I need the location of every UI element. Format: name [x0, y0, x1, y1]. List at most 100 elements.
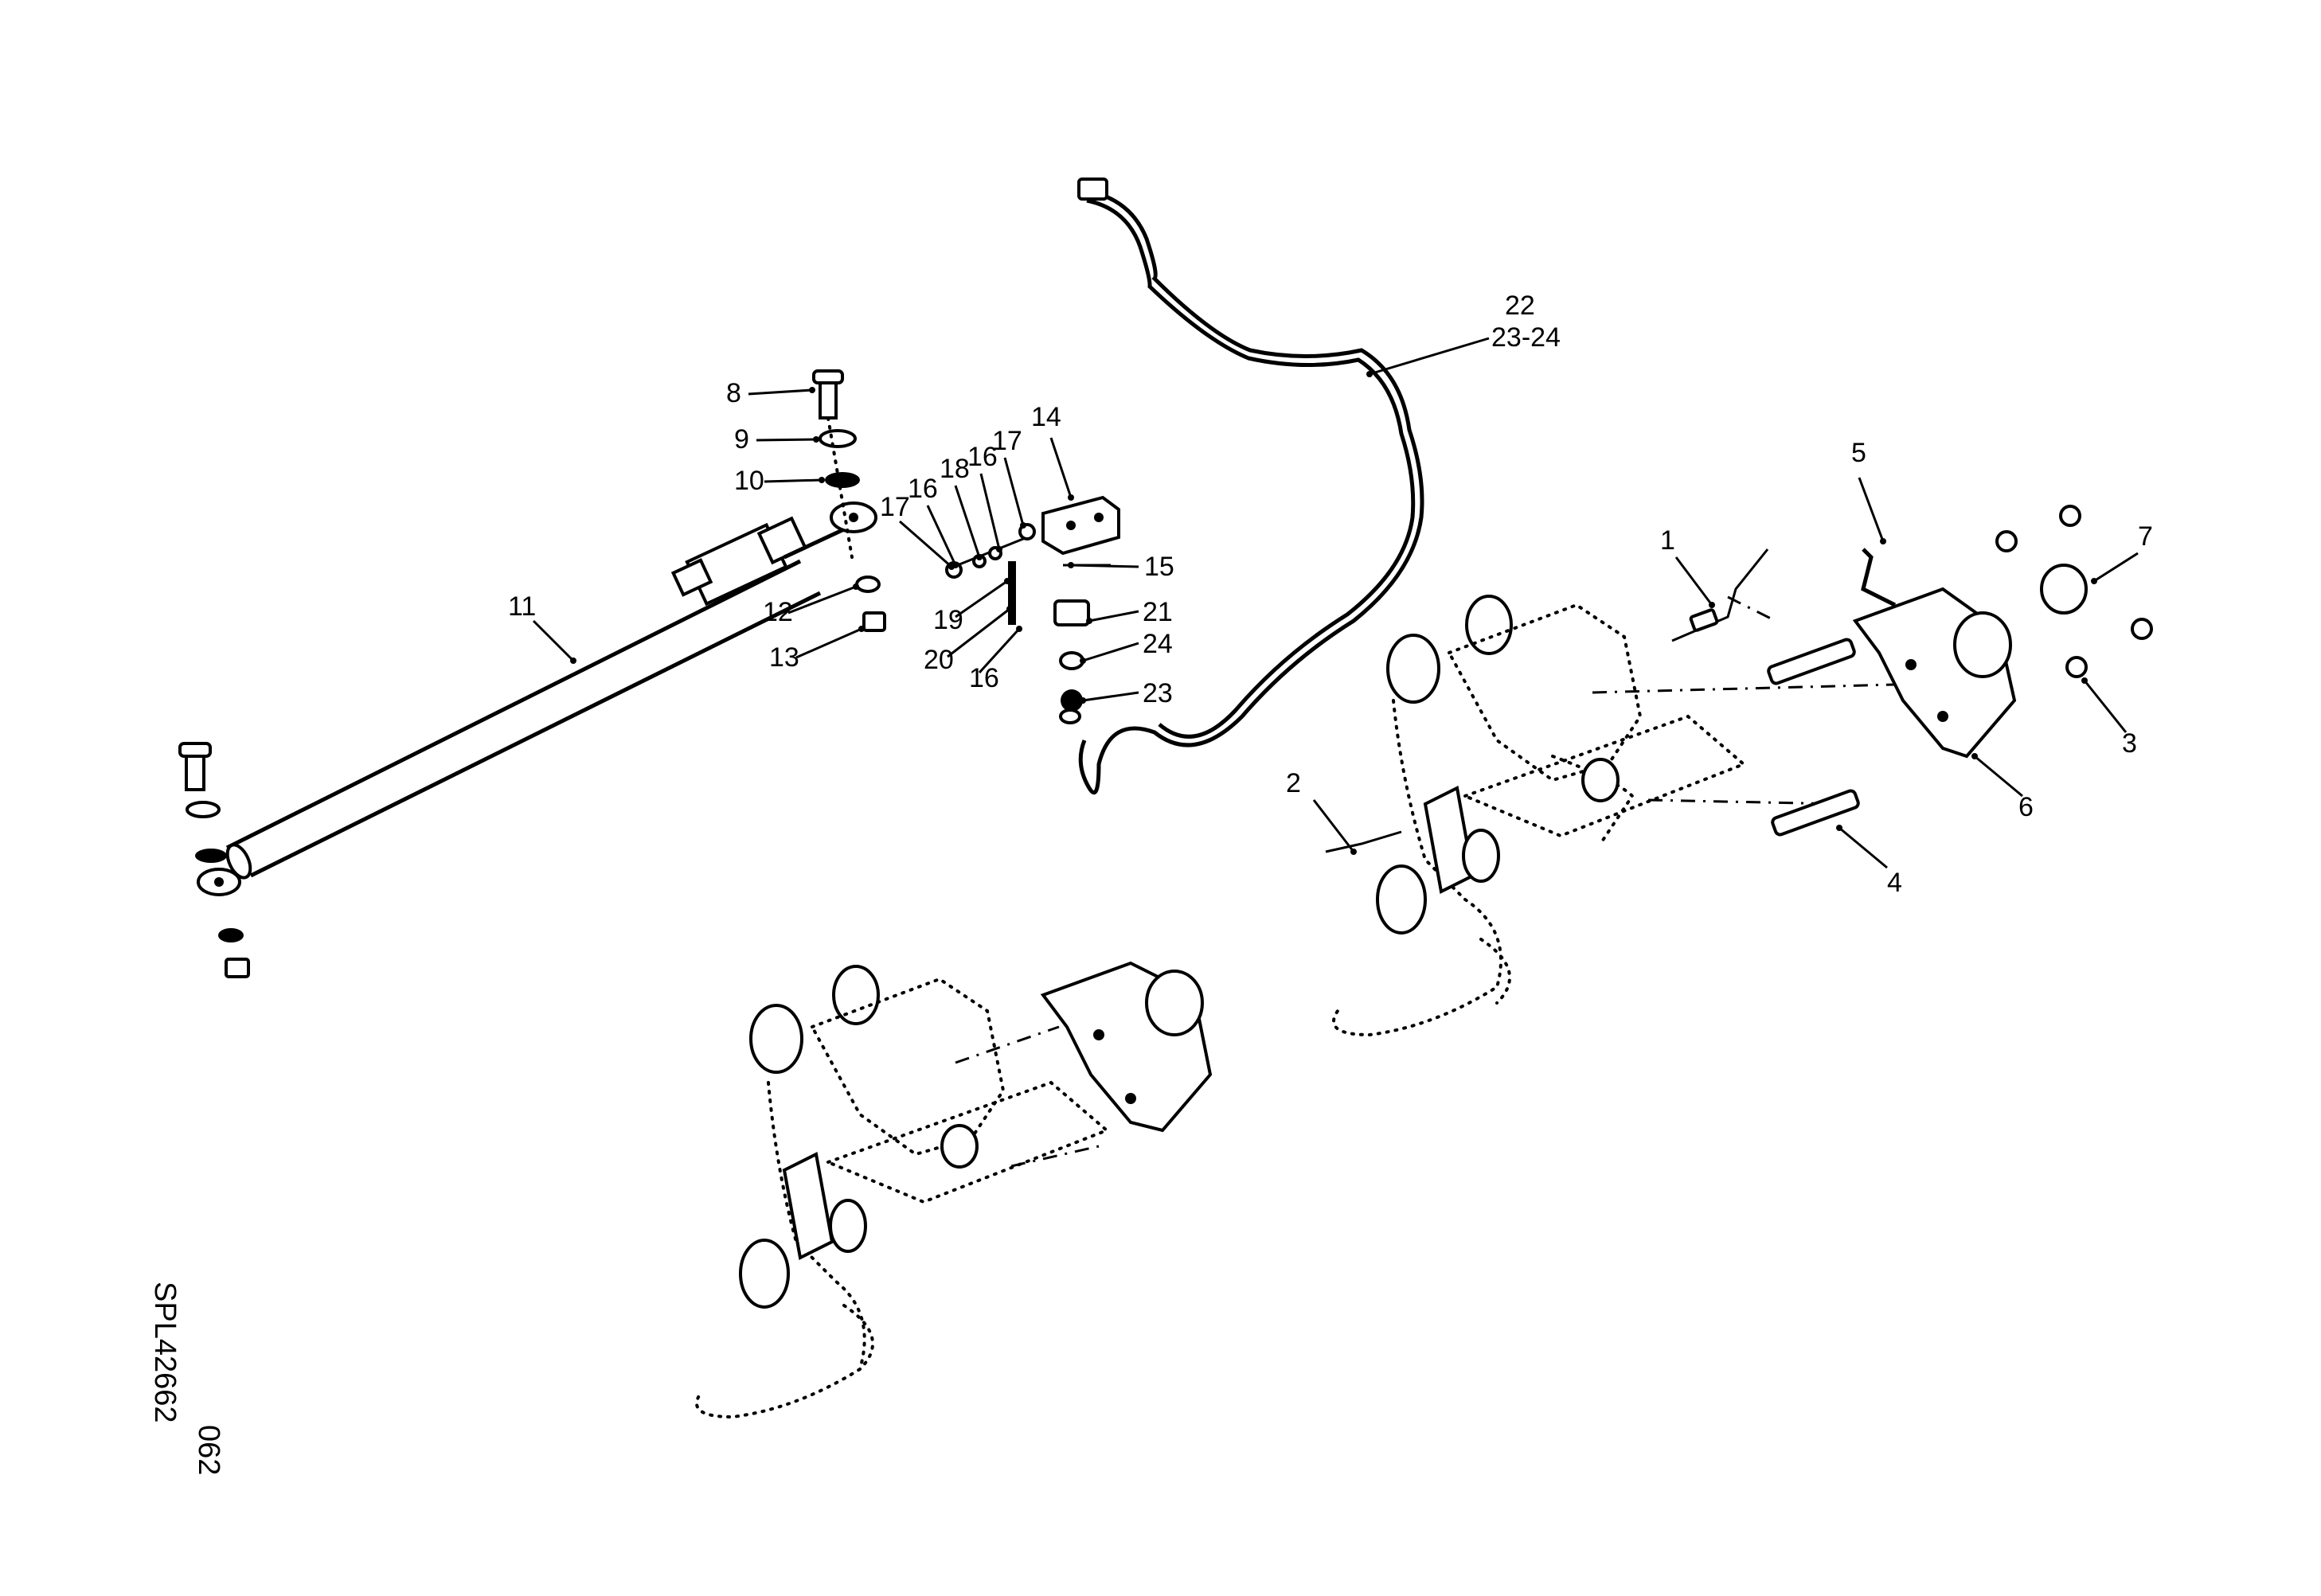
leader-line-c9 — [756, 438, 817, 442]
leader-tip-c23 — [1080, 697, 1086, 704]
leader-line-c24 — [1082, 642, 1139, 662]
leader-tip-c8 — [809, 387, 815, 393]
callout-label-c20: 20 — [924, 645, 954, 675]
leader-tip-c3 — [2081, 677, 2088, 684]
callout-label-c23: 23 — [1143, 678, 1173, 708]
leader-line-c14 — [1049, 437, 1073, 498]
leader-tip-c2 — [1350, 849, 1357, 855]
callout-label-c8: 8 — [726, 378, 741, 408]
callout-label-c15: 15 — [1144, 552, 1174, 582]
leader-tip-c14 — [1068, 494, 1074, 501]
leader-line-c21 — [1088, 610, 1139, 622]
callout-label-c16c: 16 — [969, 663, 999, 693]
callout-label-c16b: 16 — [967, 442, 998, 472]
cable-end-fitting — [1077, 178, 1108, 201]
washer-10-icon — [825, 472, 860, 488]
leader-line-c13 — [795, 627, 862, 659]
linkage-assembly — [945, 495, 1120, 724]
pedal-box-assembly-right — [1325, 505, 2153, 1037]
callout-label-c23-24: 23-24 — [1491, 322, 1561, 353]
link-rod-19 — [1008, 561, 1016, 625]
leader-line-c17b — [1003, 457, 1025, 526]
callout-label-c11: 11 — [508, 591, 536, 622]
leader-line-c15 — [1070, 564, 1139, 568]
leader-line-c17a — [899, 520, 952, 568]
callout-label-c2: 2 — [1286, 768, 1301, 798]
leader-tip-c16b — [996, 546, 1002, 552]
leader-tip-c7 — [2091, 578, 2097, 584]
leader-tip-c18 — [976, 554, 983, 560]
swivel-21 — [1053, 599, 1090, 626]
leader-line-c23-24 — [1369, 337, 1490, 376]
callout-label-c3: 3 — [2122, 728, 2137, 759]
callout-label-c6: 6 — [2018, 792, 2034, 822]
leader-tip-c16c — [1016, 626, 1022, 632]
pedal-box-assembly-left — [695, 961, 1213, 1419]
leader-line-c2 — [1312, 799, 1355, 853]
leader-line-c1 — [1674, 556, 1713, 606]
leader-line-c23 — [1082, 691, 1139, 702]
leader-tip-c17b — [1020, 522, 1026, 529]
leader-tip-c9 — [813, 436, 819, 443]
leader-line-c5 — [1858, 477, 1885, 542]
leader-line-c8 — [748, 388, 813, 396]
callout-label-c4: 4 — [1887, 868, 1902, 898]
leader-tip-c23-24 — [1366, 371, 1373, 377]
leader-line-c16c — [978, 627, 1021, 674]
upper-fasteners — [812, 369, 886, 632]
rod-assembly — [178, 501, 877, 978]
callout-label-c21: 21 — [1143, 597, 1173, 627]
leader-line-c10 — [764, 478, 823, 483]
leader-line-c18 — [954, 485, 981, 558]
leader-line-c3 — [2083, 680, 2128, 733]
callout-label-c19: 19 — [933, 605, 963, 635]
callout-label-c13: 13 — [769, 642, 799, 673]
leader-tip-c12 — [853, 583, 859, 590]
callout-label-c24: 24 — [1143, 629, 1173, 659]
callout-label-c22: 22 — [1505, 291, 1535, 321]
leader-tip-c5 — [1880, 538, 1886, 544]
leader-line-c6 — [1974, 755, 2023, 798]
callout-label-c5: 5 — [1851, 438, 1866, 468]
callout-label-c17b: 17 — [992, 426, 1022, 456]
drawing-reference-number: SPL42662 — [148, 1282, 182, 1423]
callout-label-c18: 18 — [940, 454, 970, 484]
callout-label-c1: 1 — [1660, 525, 1675, 556]
leader-tip-c15 — [1068, 562, 1074, 568]
callout-label-c7: 7 — [2138, 521, 2153, 552]
washer-9-icon — [819, 429, 857, 448]
leader-tip-c24 — [1080, 658, 1086, 664]
drawing-reference-block: 062 SPL42662 — [148, 1282, 225, 1475]
leader-tip-c11 — [570, 658, 576, 664]
callout-label-c16a: 16 — [908, 474, 938, 504]
nut-lower-icon — [225, 958, 250, 978]
callout-label-c12: 12 — [763, 597, 793, 627]
nut-13-icon — [862, 611, 886, 632]
lock-washer-lower-icon — [218, 928, 244, 942]
leader-tip-c20 — [1006, 606, 1013, 612]
leader-tip-c6 — [1971, 753, 1978, 759]
leader-tip-c13 — [858, 626, 865, 632]
leader-line-c19 — [955, 579, 1008, 618]
washer-lower-icon — [186, 801, 221, 818]
callout-label-c9: 9 — [734, 424, 749, 455]
leader-tip-c21 — [1086, 618, 1092, 624]
bushing-7 — [2040, 564, 2088, 615]
cable-22 — [1077, 178, 1424, 795]
leader-line-c4 — [1838, 826, 1888, 869]
leader-line-c12 — [787, 585, 857, 615]
leader-lines — [532, 337, 2139, 869]
leader-line-c7 — [2093, 552, 2139, 583]
leader-line-c16a — [926, 505, 957, 566]
leader-tip-c4 — [1836, 825, 1842, 831]
pin-4 — [1771, 789, 1860, 837]
leader-tip-c10 — [819, 477, 825, 483]
leader-tip-c17a — [948, 564, 955, 570]
callout-label-c17a: 17 — [880, 492, 910, 522]
leader-tip-c19 — [1004, 578, 1010, 584]
leader-line-c11 — [532, 619, 575, 662]
washer-12-icon — [855, 576, 881, 593]
